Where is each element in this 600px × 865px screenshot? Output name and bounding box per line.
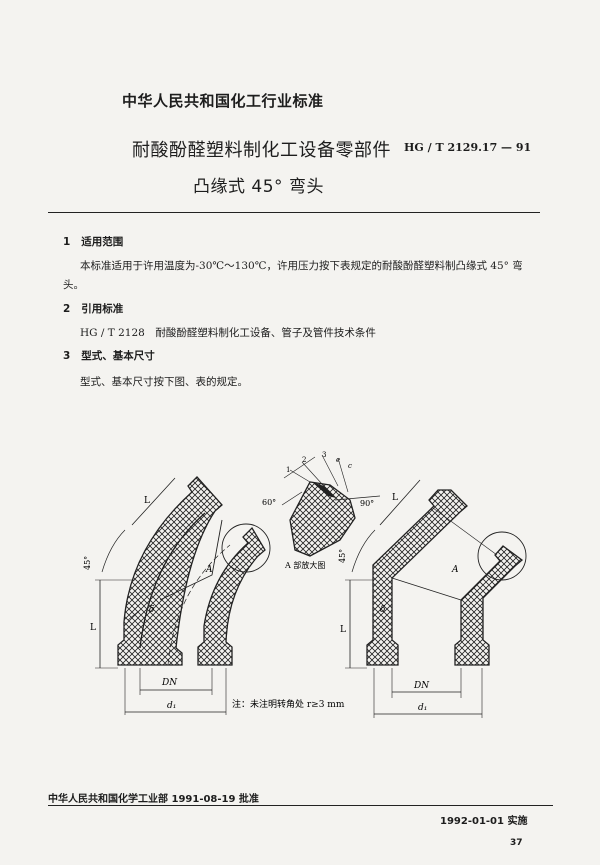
section-1-heading: 1 适用范围: [63, 234, 123, 249]
section-2-heading: 2 引用标准: [63, 301, 123, 316]
angle-60-label: 60°: [262, 498, 276, 507]
effective-date: 1992-01-01 实施: [440, 816, 528, 827]
length-label: L: [90, 623, 96, 633]
section-number: 3: [63, 350, 71, 362]
header-rule: [48, 212, 540, 213]
detail-dim-3: 3: [322, 451, 326, 459]
right-elbow-view: L L 45° A δ DN d₁: [338, 479, 527, 718]
angle-45-label: 45°: [83, 556, 92, 570]
section-3-heading: 3 型式、基本尺寸: [63, 348, 155, 363]
detail-marker-a: A: [205, 565, 213, 575]
nominal-diameter-label: DN: [413, 681, 430, 691]
detail-dim-e: e: [336, 456, 340, 464]
section-1-text-line1: 本标准适用于许用温度为-30℃～130℃，许用压力按下表规定的耐酸酚醛塑料制凸缘…: [80, 260, 523, 272]
section-title: 引用标准: [81, 303, 124, 315]
detail-a-enlarged-view: 60° 90° 1 2 3 e c A 部放大图: [262, 451, 381, 570]
elbow-technical-drawing: L L 45° A δ DN d₁ 60° 90° 1 2 3 e c A 部放…: [83, 451, 527, 718]
figure-note: 注：未注明转角处 r≥3 mm: [232, 698, 345, 710]
wall-thickness-label: δ: [149, 605, 154, 615]
detail-dim-1: 1: [286, 466, 290, 474]
nominal-diameter-label: DN: [161, 678, 178, 688]
left-elbow-view: L L 45° A δ DN d₁: [83, 476, 271, 715]
section-title: 适用范围: [81, 236, 124, 248]
approval-text: 中华人民共和国化学工业部 1991-08-19 批准: [48, 794, 259, 805]
wall-thickness-label: δ: [380, 605, 385, 615]
section-2-text: HG / T 2128 耐酸酚醛塑料制化工设备、管子及管件技术条件: [80, 327, 376, 339]
length-label-top: L: [392, 493, 398, 503]
section-number: 2: [63, 303, 71, 315]
section-1-text-line2: 头。: [63, 279, 84, 291]
angle-90-label: 90°: [360, 499, 374, 508]
document-subtitle: 凸缘式 45° 弯头: [193, 177, 324, 197]
standard-code: HG / T 2129.17 — 91: [404, 141, 532, 154]
issuing-organization: 中华人民共和国化工行业标准: [122, 92, 324, 110]
flange-diameter-label: d₁: [167, 701, 176, 711]
section-title: 型式、基本尺寸: [81, 350, 155, 362]
detail-marker-a: A: [451, 565, 459, 575]
detail-dim-2: 2: [302, 456, 306, 464]
page-number: 37: [510, 838, 523, 848]
angle-45-label: 45°: [338, 549, 347, 563]
detail-dim-c: c: [348, 462, 352, 470]
section-3-text: 型式、基本尺寸按下图、表的规定。: [80, 376, 248, 388]
section-number: 1: [63, 236, 71, 248]
footer-rule: [48, 805, 553, 806]
length-label: L: [340, 625, 346, 635]
detail-caption: A 部放大图: [284, 560, 325, 570]
length-label-top: L: [144, 496, 150, 506]
flange-diameter-label: d₁: [418, 703, 427, 713]
document-title: 耐酸酚醛塑料制化工设备零部件: [132, 140, 391, 161]
